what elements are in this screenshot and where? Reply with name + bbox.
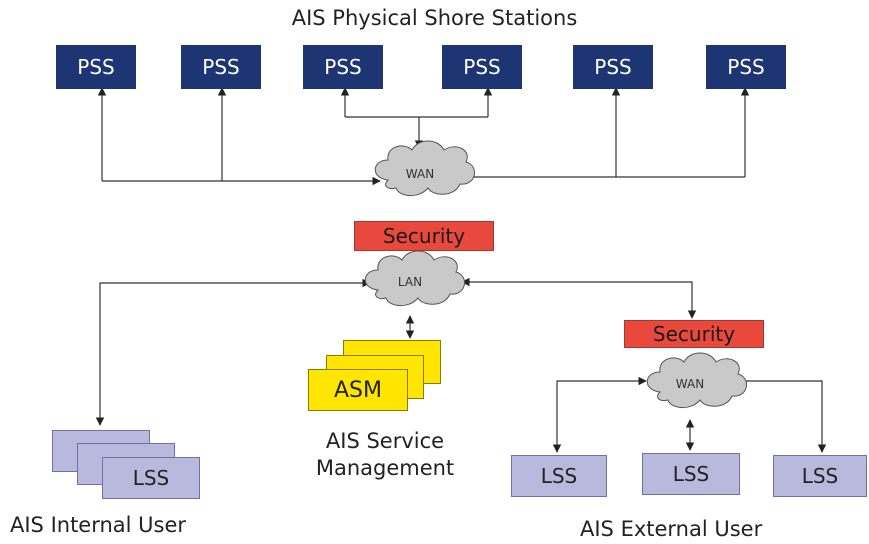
external-user-caption: AIS External User	[580, 517, 763, 541]
pss-box-3: PSS	[303, 45, 383, 89]
link-wan2-lss1	[552, 376, 647, 453]
lss-external-1: LSS	[511, 455, 607, 497]
lss-external-2: LSS	[642, 453, 740, 495]
service-caption-line1: AIS Service	[325, 429, 445, 453]
wan-label-top: WAN	[406, 167, 434, 181]
lan-label: LAN	[398, 275, 422, 289]
security-box-internal: Security	[354, 221, 494, 251]
pss-box-6: PSS	[706, 45, 786, 89]
security-box-external: Security	[624, 320, 764, 348]
asm-box-front: ASM	[308, 369, 408, 411]
internal-user-caption: AIS Internal User	[10, 513, 187, 537]
pss-box-1: PSS	[56, 45, 136, 89]
link-lan-internal	[95, 278, 371, 426]
link-wan2-lss3	[734, 376, 827, 453]
pss-box-4: PSS	[442, 45, 522, 89]
wan-label-external: WAN	[676, 377, 704, 391]
wan-cloud-top: WAN	[374, 140, 475, 196]
service-caption-line2: Management	[315, 456, 455, 480]
wan-cloud-external: WAN	[646, 352, 747, 408]
lan-cloud: LAN	[364, 250, 465, 306]
link-lan-external	[461, 277, 697, 319]
pss-box-2: PSS	[181, 45, 261, 89]
pss-box-5: PSS	[573, 45, 653, 89]
page-title: AIS Physical Shore Stations	[291, 6, 578, 30]
lss-internal-front: LSS	[102, 457, 200, 499]
lss-external-3: LSS	[773, 455, 867, 497]
